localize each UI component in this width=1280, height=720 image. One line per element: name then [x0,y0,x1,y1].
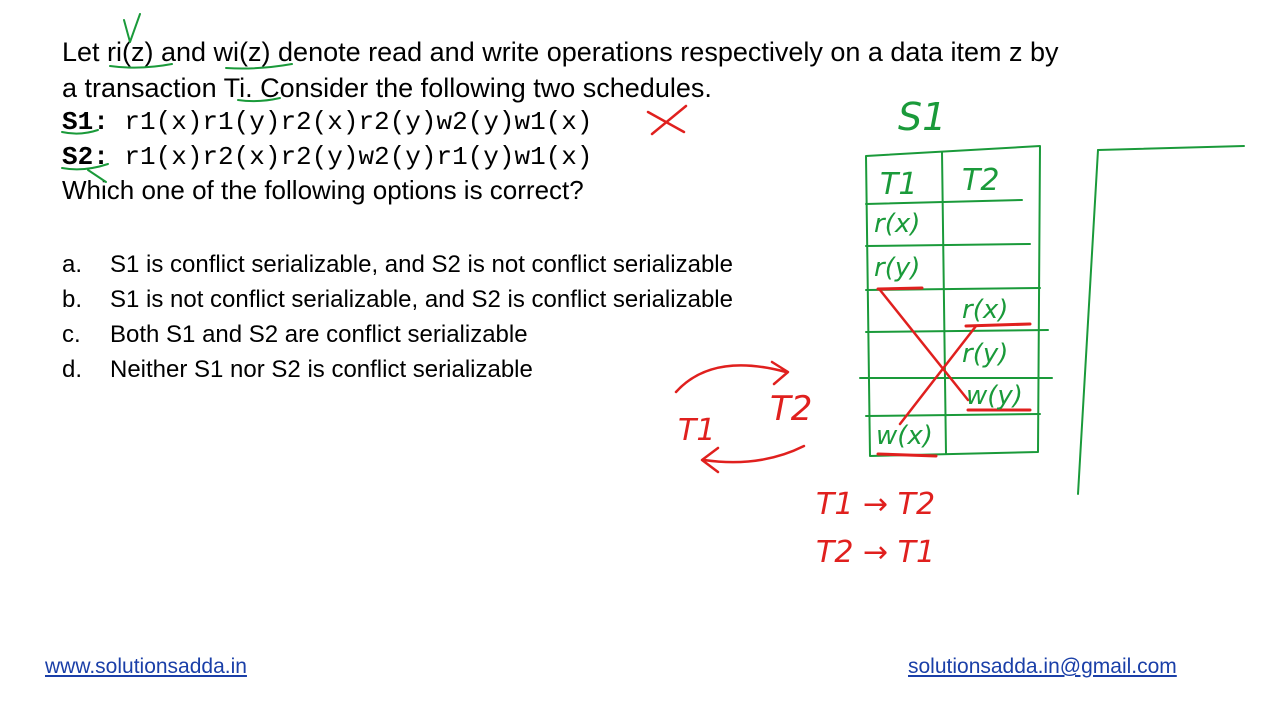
option-letter: a. [62,251,83,278]
t2-op: w(y) [966,381,1023,411]
option-text: S1 is conflict serializable, and S2 is n… [110,251,733,278]
arrow-t2-t1 [700,444,806,474]
t1-op: r(y) [874,253,920,283]
table-mid-line [941,151,947,455]
option-text: Both S1 and S2 are conflict serializable [110,321,528,348]
t2-op: r(y) [962,339,1008,369]
conflict-line-1 [878,288,970,402]
schedule-s2-ops: r1(x)r2(x)r2(y)w2(y)r1(y)w1(x) [108,142,593,172]
question-text: Let ri(z) and wi(z) denote read and writ… [62,34,1059,106]
side-line [1097,145,1245,151]
column-t2: T2 [962,163,999,198]
question-prompt: Which one of the following options is co… [62,175,584,205]
schedule-s1-ops: r1(x)r1(y)r2(x)r2(y)w2(y)w1(x) [108,107,593,137]
edge-t1-t2: T1 → T2 [816,487,935,522]
question-line-1: Let ri(z) and wi(z) denote read and writ… [62,37,1059,67]
cross-mark-icon [646,104,688,136]
schedule-s2: S2: r1(x)r2(x)r2(y)w2(y)r1(y)w1(x) [62,142,593,172]
t1-op: r(x) [874,209,920,239]
website-link[interactable]: www.solutionsadda.in [45,655,247,678]
option-c: c. Both S1 and S2 are conflict serializab… [62,317,733,352]
option-letter: b. [62,286,83,313]
email-link[interactable]: solutionsadda.in@gmail.com [908,655,1177,678]
column-t1: T1 [880,167,917,202]
graph-node-t1: T1 [678,413,715,448]
edge-t2-t1: T2 → T1 [816,535,935,570]
option-d: d. Neither S1 nor S2 is conflict serializ… [62,352,733,387]
t1-op: w(x) [876,421,933,451]
conflict-line-2 [898,324,978,426]
option-b: b. S1 is not conflict serializable, and S… [62,282,733,317]
option-letter: d. [62,356,83,383]
question-line-2: a transaction Ti. Consider the following… [62,73,712,103]
graph-node-t2: T2 [770,389,812,429]
option-text: S1 is not conflict serializable, and S2 … [110,286,733,313]
option-a: a. S1 is conflict serializable, and S2 is… [62,247,733,282]
option-text: Neither S1 nor S2 is conflict serializab… [110,356,533,383]
schedule-s2-label: S2: [62,142,109,172]
schedule-s1-label: S1: [62,107,109,137]
option-letter: c. [62,321,81,348]
options-list: a. S1 is conflict serializable, and S2 is… [62,247,733,387]
schedule-s1: S1: r1(x)r1(y)r2(x)r2(y)w2(y)w1(x) [62,107,593,137]
t2-op: r(x) [962,295,1008,325]
table-outline [865,145,1041,457]
